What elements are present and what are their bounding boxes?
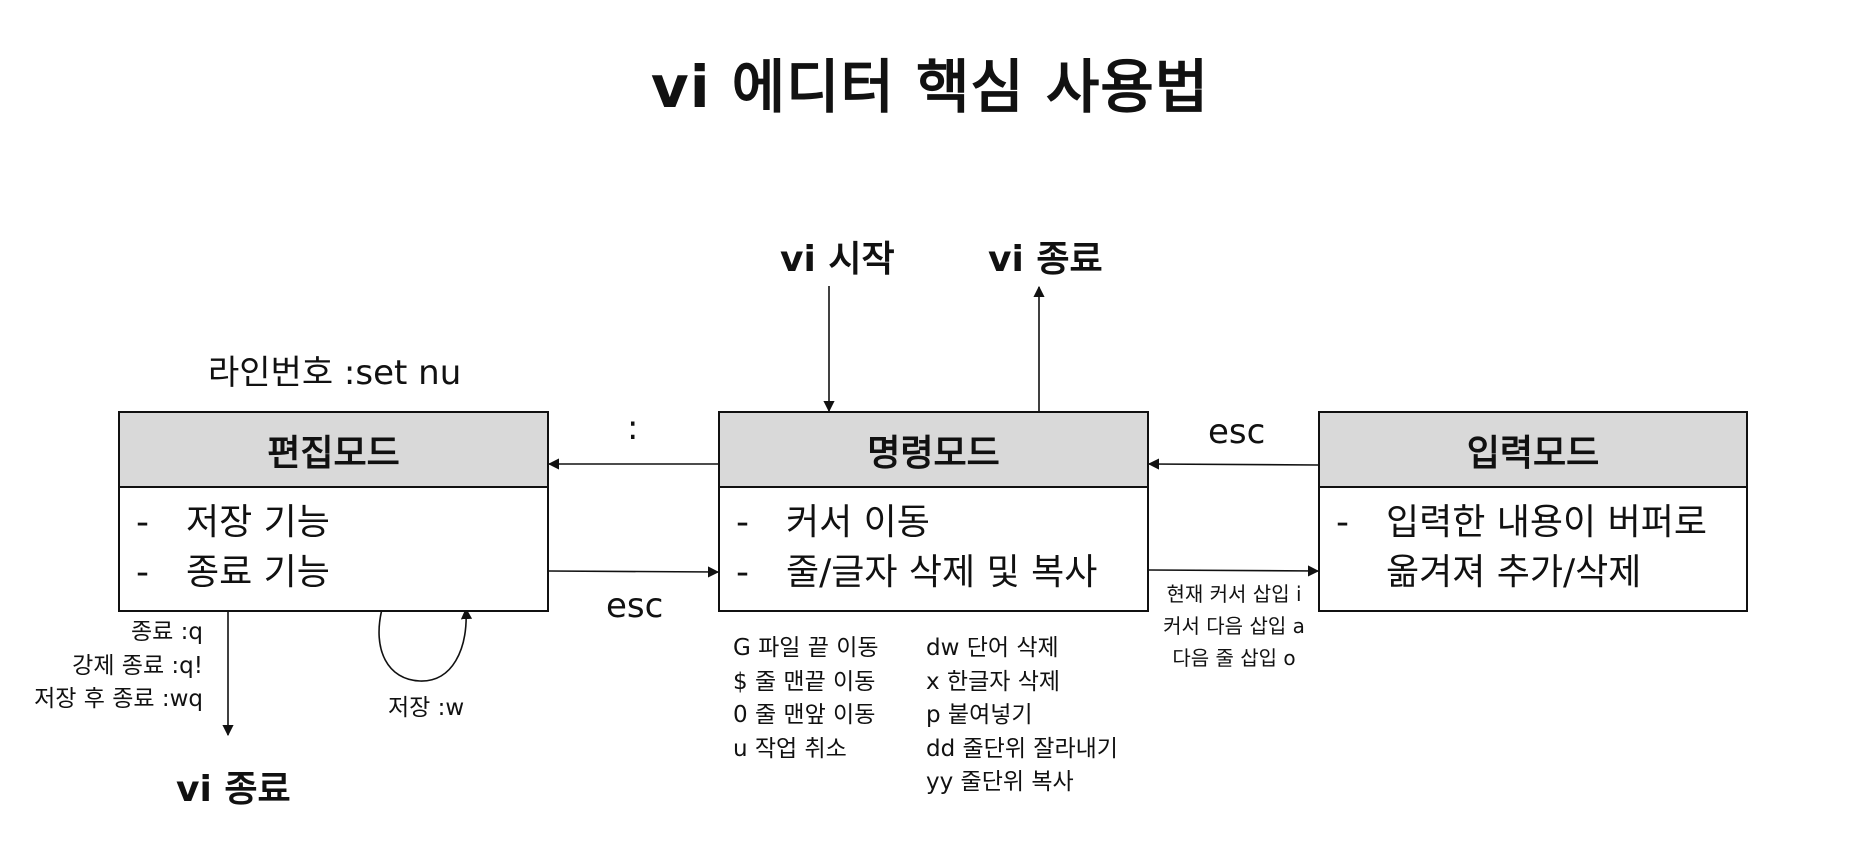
command-mode-item: -줄/글자 삭제 및 복사 (736, 552, 1098, 593)
exit-command: 저장 후 종료 :wq (34, 686, 203, 712)
save-label: 저장 :w (388, 695, 465, 721)
input-mode-box: 입력모드 -입력한 내용이 버퍼로 옮겨져 추가/삭제 (1318, 411, 1748, 612)
vi-start-label: vi 시작 (780, 239, 895, 280)
vi-exit-top-label: vi 종료 (988, 239, 1103, 280)
input-mode-item: -입력한 내용이 버퍼로 (1336, 502, 1707, 543)
esc-bottom-label: esc (606, 586, 664, 626)
command-item: dw 단어 삭제 (926, 635, 1059, 661)
input-mode-item-cont: 옮겨져 추가/삭제 (1386, 552, 1642, 593)
input-mode-title: 입력모드 (1320, 413, 1746, 488)
command-item: dd 줄단위 잘라내기 (926, 735, 1118, 762)
arrow-input-to-command (1147, 458, 1319, 470)
vi-exit-bottom-label: vi 종료 (176, 769, 291, 810)
insert-commands-list: 현재 커서 삽입 i 커서 다음 삽입 a 다음 줄 삽입 o (1150, 578, 1318, 674)
save-loop-arrow (378, 607, 473, 682)
edit-commands-list: dw 단어 삭제 x 한글자 삭제 p 붙여넣기 dd 줄단위 잘라내기 yy … (926, 632, 1118, 800)
arrow-edit-to-command (548, 566, 720, 578)
move-commands-list: G 파일 끝 이동 $ 줄 맨끝 이동 0 줄 맨앞 이동 u 작업 취소 (733, 632, 879, 766)
diagram-title: vi 에디터 핵심 사용법 (650, 53, 1210, 121)
exit-command: 강제 종료 :q! (72, 652, 203, 679)
command-item: x 한글자 삭제 (926, 668, 1061, 695)
command-item: p 붙여넣기 (926, 702, 1033, 728)
insert-command: 현재 커서 삽입 i (1166, 582, 1302, 606)
command-mode-box: 명령모드 -커서 이동 -줄/글자 삭제 및 복사 (718, 411, 1149, 612)
exit-commands-list: 종료 :q 강제 종료 :q! 저장 후 종료 :wq (20, 616, 203, 717)
edit-mode-title: 편집모드 (120, 413, 547, 488)
command-mode-item: -커서 이동 (736, 502, 930, 543)
exit-command: 종료 :q (131, 619, 203, 645)
colon-label: : (627, 408, 639, 448)
command-item: u 작업 취소 (733, 735, 847, 762)
command-item: G 파일 끝 이동 (733, 635, 879, 661)
edit-mode-item: -종료 기능 (136, 552, 330, 593)
command-mode-title: 명령모드 (720, 413, 1147, 488)
line-number-label: 라인번호 :set nu (208, 353, 462, 393)
arrow-command-to-input (1148, 565, 1320, 577)
edit-mode-item: -저장 기능 (136, 502, 330, 543)
insert-command: 다음 줄 삽입 o (1172, 646, 1296, 670)
insert-command: 커서 다음 삽입 a (1163, 614, 1305, 638)
command-item: yy 줄단위 복사 (926, 769, 1074, 795)
command-item: $ 줄 맨끝 이동 (733, 668, 876, 695)
esc-top-label: esc (1208, 412, 1266, 452)
command-item: 0 줄 맨앞 이동 (733, 702, 876, 728)
edit-mode-box: 편집모드 -저장 기능 -종료 기능 (118, 411, 549, 612)
